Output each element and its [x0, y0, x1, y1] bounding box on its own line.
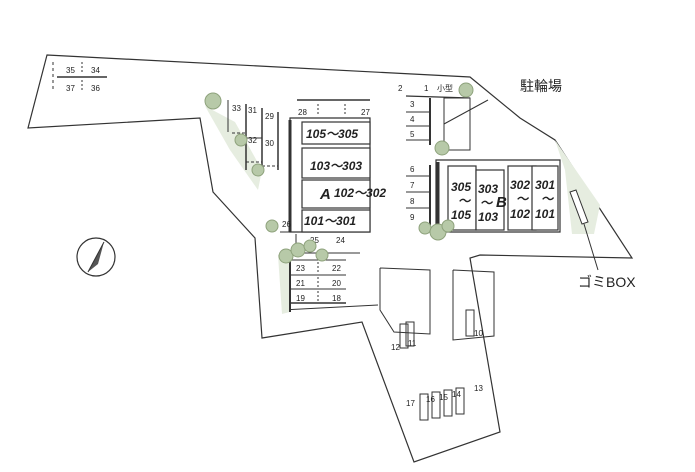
- parking-7: 7: [410, 181, 415, 190]
- parking-12: 12: [391, 343, 400, 352]
- parking-5: 5: [410, 130, 415, 139]
- parking-13: 13: [474, 384, 483, 393]
- property-outline: [27, 54, 634, 463]
- building-a-floor-101-301: 101～301: [304, 214, 356, 228]
- parking-2: 2: [398, 84, 403, 93]
- parking-25: 25: [310, 236, 319, 245]
- building-a: [288, 117, 371, 233]
- parking-11: 11: [408, 339, 417, 348]
- parking-16: 16: [426, 395, 435, 404]
- building-b-col4-top: 301: [535, 178, 555, 192]
- building-b-col3-top: 302: [510, 178, 530, 192]
- building-b-col1-bottom: 105: [451, 208, 471, 222]
- building-a-floor-105-305: 105～305: [306, 127, 358, 141]
- parking-20: 20: [332, 279, 341, 288]
- parking-18: 18: [332, 294, 341, 303]
- parking-8: 8: [410, 197, 415, 206]
- parking-28: 28: [298, 108, 307, 117]
- parking-6: 6: [410, 165, 415, 174]
- building-b-col1-sep: ～: [458, 194, 472, 208]
- parking-32: 32: [248, 136, 257, 145]
- building-b-col4-sep: ～: [541, 192, 555, 206]
- north-arrow-icon: [76, 237, 116, 277]
- building-b-col2-sep: ～: [480, 196, 494, 210]
- parking-24: 24: [336, 236, 345, 245]
- building-b-label: B: [496, 194, 507, 211]
- parking-29: 29: [265, 112, 274, 121]
- building-b-col2-bottom: 103: [478, 210, 498, 224]
- building-a-floor-103-303: 103～303: [310, 159, 362, 173]
- parking-19: 19: [296, 294, 305, 303]
- parking-27: 27: [361, 108, 370, 117]
- parking-33: 33: [232, 104, 241, 113]
- parking-14: 14: [452, 390, 461, 399]
- parking-30: 30: [265, 139, 274, 148]
- building-b: [435, 159, 561, 233]
- parking-26: 26: [282, 220, 291, 229]
- bicycle-parking: [443, 97, 489, 151]
- parking-22: 22: [332, 264, 341, 273]
- parking-10: 10: [474, 329, 483, 338]
- parking-lower: [399, 309, 475, 421]
- parking-31: 31: [248, 106, 257, 115]
- building-b-col2-top: 303: [478, 182, 498, 196]
- parking-37: 37: [66, 84, 75, 93]
- building-a-label: A: [319, 186, 331, 203]
- parking-3: 3: [410, 100, 415, 109]
- garbage-box-label: ゴミBOX: [578, 274, 636, 290]
- parking-9: 9: [410, 213, 415, 222]
- garbage-box: [569, 189, 599, 271]
- tree-icon: [204, 82, 474, 264]
- parking-34: 34: [91, 66, 100, 75]
- parking-23: 23: [296, 264, 305, 273]
- parking-35: 35: [66, 66, 75, 75]
- building-b-col4-bottom: 101: [535, 207, 555, 221]
- building-a-floor-102-302: 102～302: [334, 186, 386, 200]
- parking-36: 36: [91, 84, 100, 93]
- parking-1: 1: [424, 84, 429, 93]
- bicycle-parking-label: 駐輪場: [520, 78, 562, 94]
- parking-top-left: [52, 62, 107, 92]
- grass-areas: [205, 106, 600, 314]
- building-b-col1-top: 305: [451, 180, 471, 194]
- building-b-col3-sep: ～: [516, 192, 530, 206]
- parking-17: 17: [406, 399, 415, 408]
- parking-15: 15: [439, 393, 448, 402]
- parking-4: 4: [410, 115, 415, 124]
- building-b-col3-bottom: 102: [510, 207, 530, 221]
- small-vehicle-label: 小型: [437, 84, 453, 93]
- parking-21: 21: [296, 279, 305, 288]
